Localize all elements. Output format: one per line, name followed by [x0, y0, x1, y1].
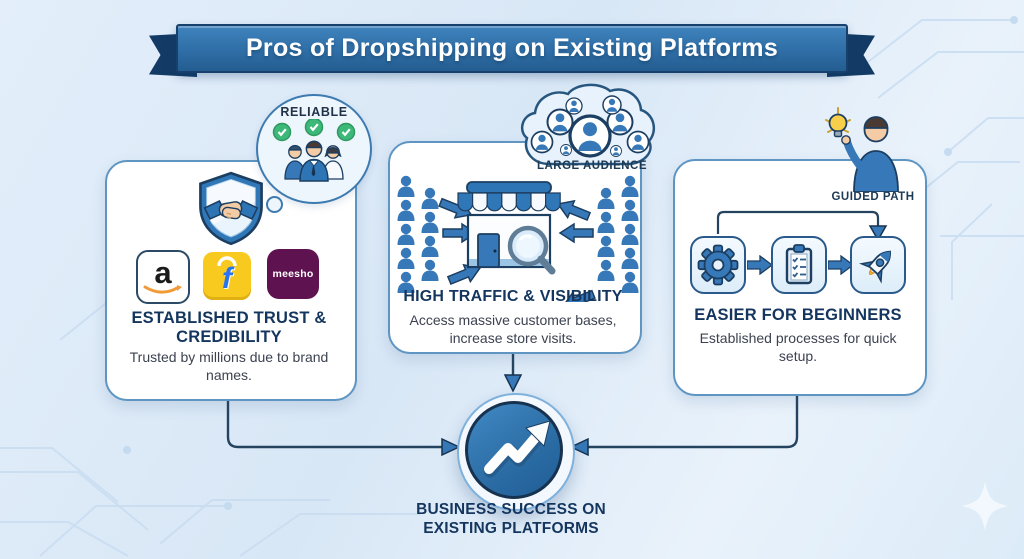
beginners-title: EASIER FOR BEGINNERS	[694, 306, 902, 324]
storefront-icon	[457, 181, 561, 275]
mentor-icon	[825, 107, 899, 192]
meesho-logo: meesho	[267, 249, 319, 299]
growth-chart-icon	[457, 393, 575, 511]
rocket-icon	[858, 250, 891, 284]
traffic-body: Access massive customer bases, increase …	[409, 312, 617, 346]
magnifier-icon	[507, 225, 556, 275]
thought-bubble-icon: RELIABLE	[256, 94, 372, 204]
rocket-iconbox	[850, 236, 906, 294]
reliable-label: RELIABLE	[280, 105, 348, 119]
flow-arrow-icon	[828, 255, 854, 275]
guided-path-label: GUIDED PATH	[831, 191, 915, 203]
guided-path-line	[716, 210, 888, 242]
check-icon	[272, 119, 356, 142]
amazon-smile-icon	[143, 285, 182, 294]
lightbulb-icon	[825, 107, 851, 138]
title-banner: Pros of Dropshipping on Existing Platfor…	[176, 24, 848, 73]
amazon-letter: a	[154, 255, 172, 290]
flipkart-bag-handle	[217, 256, 237, 266]
beginners-body: Established processes for quick setup.	[699, 330, 897, 364]
checklist-iconbox	[771, 236, 827, 294]
trend-arrow-icon	[483, 420, 551, 478]
reliable-people-icon	[272, 119, 356, 182]
flipkart-logo: f	[203, 252, 251, 300]
flow-arrow-icon	[747, 255, 773, 275]
trust-body: Trusted by millions due to brand names.	[129, 349, 329, 383]
meesho-word: meesho	[272, 268, 314, 280]
flipkart-letter: f	[222, 262, 232, 295]
shield-handshake-icon	[199, 171, 263, 246]
cloud-audience-icon	[520, 83, 656, 166]
center-success-label: BUSINESS SUCCESS ON EXISTING PLATFORMS	[416, 501, 606, 537]
person-icon-columns-left	[397, 175, 439, 293]
gear-iconbox	[690, 236, 746, 294]
amazon-logo: a	[136, 250, 190, 304]
trust-title: ESTABLISHED TRUST & CREDIBILITY	[131, 309, 327, 347]
large-audience-label: LARGE AUDIENCE	[536, 160, 648, 172]
gear-icon	[697, 244, 739, 286]
page-title: Pros of Dropshipping on Existing Platfor…	[245, 34, 779, 62]
storefront-traffic-scene	[397, 175, 639, 302]
traffic-title: HIGH TRAFFIC & VISIBILITY	[403, 288, 623, 305]
thought-bubble-dot	[266, 196, 283, 213]
sparkle-icon	[962, 482, 1008, 530]
person-icon-columns-right	[597, 175, 639, 293]
checklist-icon	[785, 244, 813, 285]
